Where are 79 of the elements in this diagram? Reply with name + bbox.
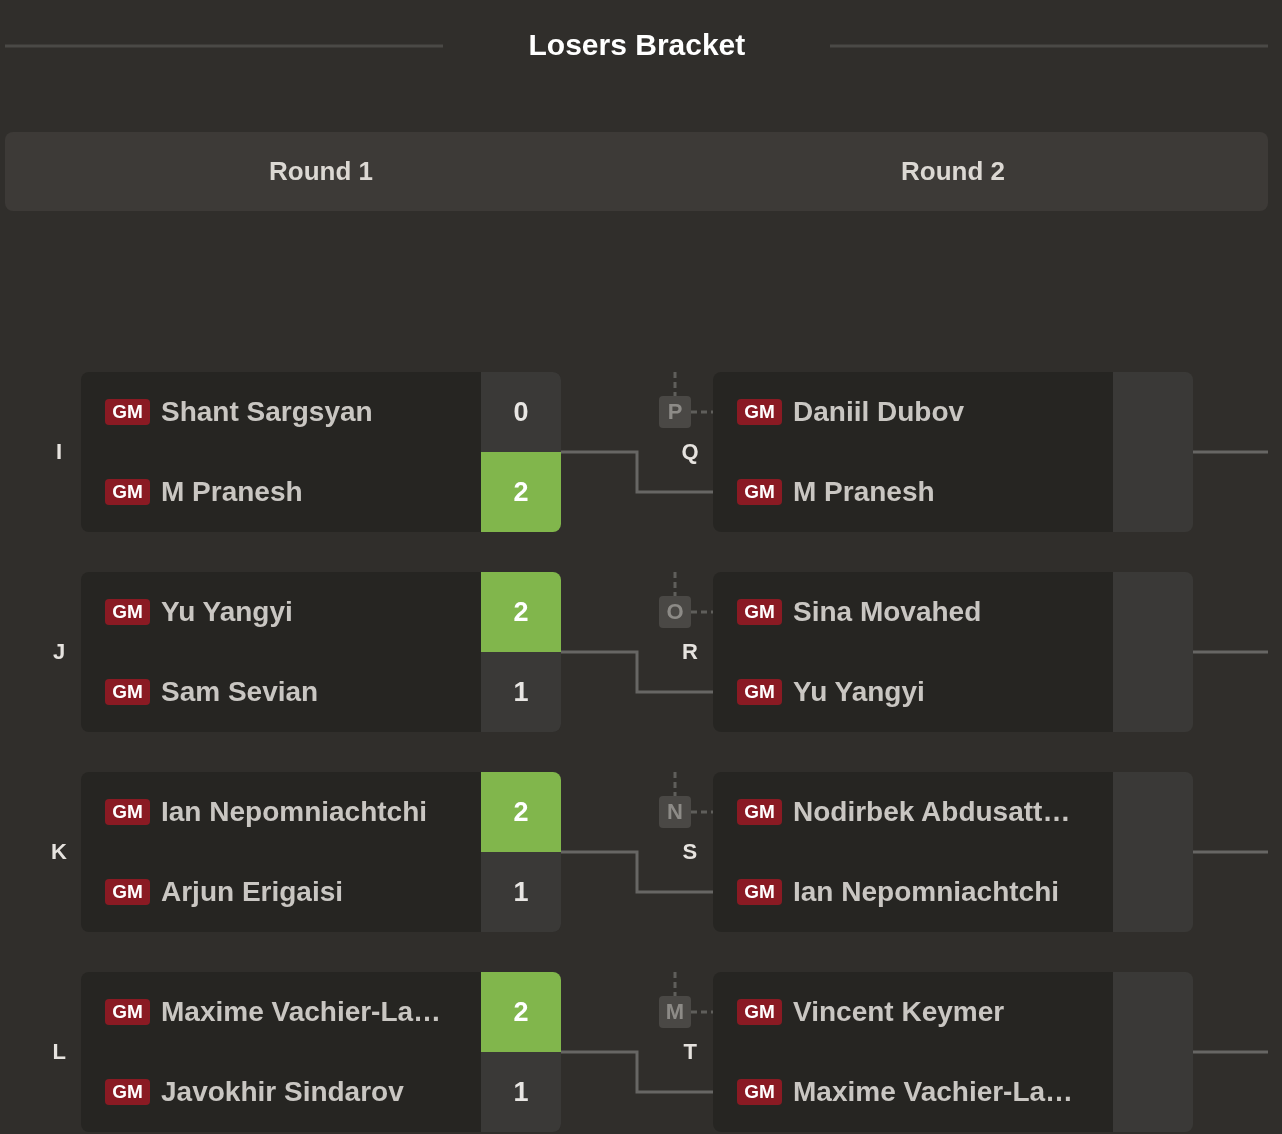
match-label: S [682,839,698,865]
connector-line [561,1050,713,1094]
match-card [81,972,561,1132]
title-badge: GM [737,599,782,625]
match-label: Q [681,439,699,465]
score-cell: 0 [481,372,561,452]
dashed-connector-line [691,410,713,414]
title-badge: GM [105,879,150,905]
player-name: Daniil Dubov [793,395,965,429]
title-badge: GM [105,479,150,505]
title-badge: GM [105,679,150,705]
score-cell: 1 [481,1052,561,1132]
match-card [713,972,1193,1132]
title-badge: GM [737,1079,782,1105]
match-badge: M [659,996,691,1028]
player-name: Shant Sargsyan [161,395,373,429]
player-name: Maxime Vachier-La… [161,995,442,1029]
player-name: Ian Nepomniachtchi [793,875,1060,909]
score-cell: 2 [481,452,561,532]
title-badge: GM [737,479,782,505]
match-label: R [682,639,698,665]
match-label: J [53,639,66,665]
dashed-connector-line [673,372,677,396]
match-card [713,772,1193,932]
title-badge: GM [105,999,150,1025]
title-badge: GM [737,399,782,425]
title-badge: GM [105,399,150,425]
column-heading: Round 1 [269,155,373,187]
match-label: K [51,839,67,865]
player-name: Maxime Vachier-La… [793,1075,1074,1109]
match-badge: P [659,396,691,428]
title-badge: GM [737,879,782,905]
title-badge: GM [105,599,150,625]
title-badge: GM [737,799,782,825]
score-cell: 2 [481,772,561,852]
match-card [713,372,1193,532]
dashed-connector-line [691,810,713,814]
title-badge: GM [105,1079,150,1105]
dashed-connector-line [673,572,677,596]
player-name: Sam Sevian [161,675,319,709]
match-card [713,572,1193,732]
player-name: Sina Movahed [793,595,982,629]
player-name: Ian Nepomniachtchi [161,795,428,829]
player-name: Yu Yangyi [793,675,925,709]
player-name: Yu Yangyi [161,595,293,629]
connector-line [561,850,713,894]
score-cell: 2 [481,572,561,652]
player-name: Nodirbek Abdusatt… [793,795,1071,829]
connector-line [1193,1050,1268,1054]
column-heading: Round 2 [901,155,1005,187]
match-card [81,772,561,932]
match-label: L [52,1039,66,1065]
dashed-connector-line [691,1010,713,1014]
player-name: Arjun Erigaisi [161,875,344,909]
player-name: M Pranesh [793,475,935,509]
match-label: I [56,439,63,465]
score-cell: 2 [481,972,561,1052]
match-label: T [683,1039,697,1065]
connector-line [1193,450,1268,454]
score-cell: 1 [481,652,561,732]
title-badge: GM [737,999,782,1025]
title-badge: GM [105,799,150,825]
dashed-connector-line [673,972,677,996]
connector-line [1193,850,1268,854]
connector-line [561,650,713,694]
player-name: Javokhir Sindarov [161,1075,404,1109]
match-card [81,372,561,532]
player-name: M Pranesh [161,475,303,509]
player-name: Vincent Keymer [793,995,1005,1029]
connector-line [1193,650,1268,654]
match-badge: O [659,596,691,628]
score-cell: 1 [481,852,561,932]
match-badge: N [659,796,691,828]
match-card [81,572,561,732]
title-badge: GM [737,679,782,705]
bracket-title: Losers Bracket [528,28,746,62]
connector-line [561,450,713,494]
dashed-connector-line [691,610,713,614]
dashed-connector-line [673,772,677,796]
